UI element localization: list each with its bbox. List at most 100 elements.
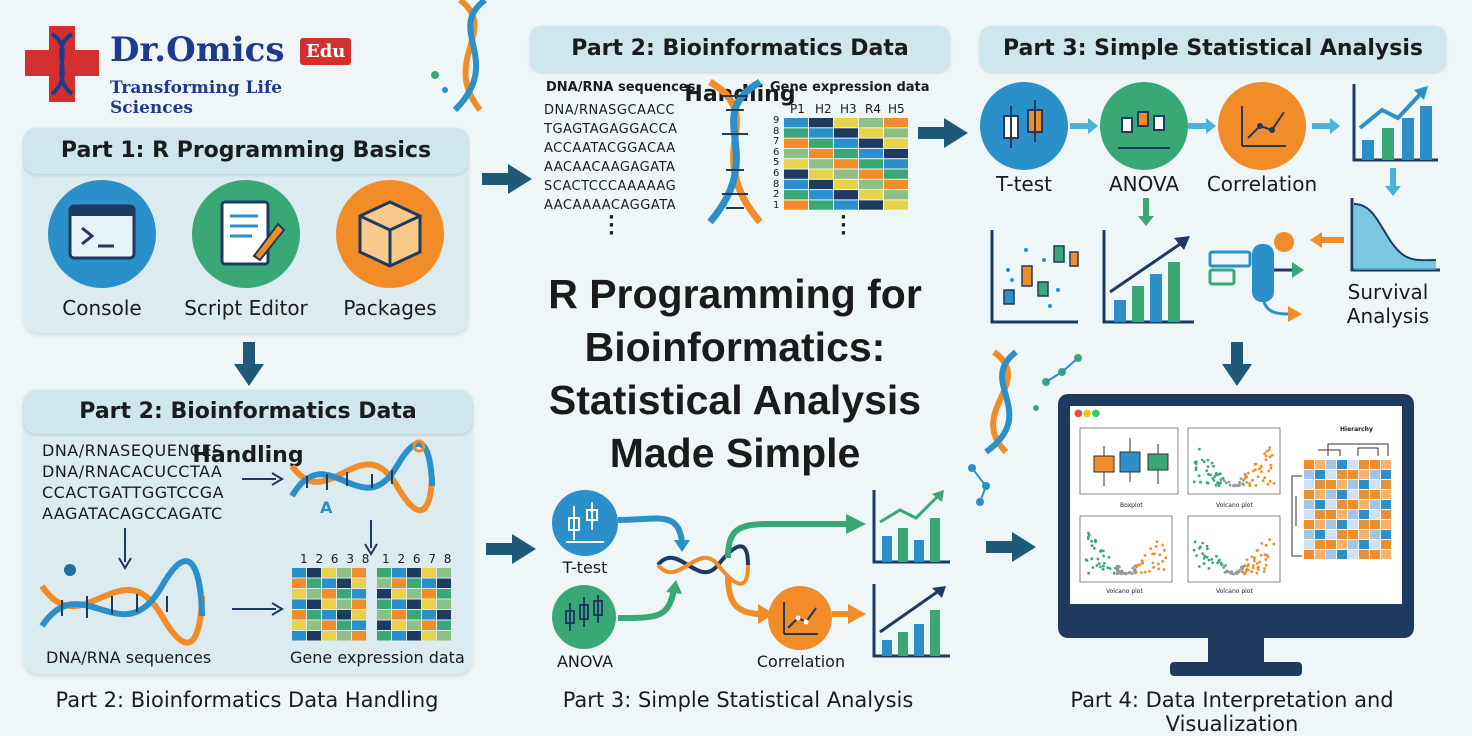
- heatmap-cell: [859, 159, 883, 169]
- ellipsis-icon: ···: [840, 207, 847, 244]
- volcano-point: [1096, 557, 1100, 561]
- heatmap-cell: [392, 589, 406, 599]
- main-title-line: Made Simple: [609, 430, 861, 476]
- heatmap-cell: [1370, 460, 1380, 469]
- volcano-point: [1095, 564, 1099, 568]
- volcano-point: [1257, 467, 1261, 471]
- packages-label: Packages: [343, 296, 437, 320]
- correlation-label: Correlation: [1206, 172, 1318, 196]
- part2-left-panel: Part 2: Bioinformatics Data Handling DNA…: [24, 390, 472, 674]
- volcano-plot: [1187, 427, 1281, 495]
- volcano-point: [1227, 480, 1231, 484]
- anova-icon: [1100, 82, 1188, 170]
- heatmap-cell: [1370, 490, 1380, 499]
- heatmap-cell: [1337, 520, 1347, 529]
- heatmap-cell: [1337, 480, 1347, 489]
- volcano-point: [1130, 572, 1134, 576]
- packages-icon: [336, 180, 444, 288]
- volcano-point: [1192, 480, 1196, 484]
- bar-chart-icon: [1352, 84, 1438, 162]
- heatmap-cell: [1381, 460, 1391, 469]
- heatmap-cell: [1381, 530, 1391, 539]
- volcano-point: [1202, 556, 1206, 560]
- volcano-point: [1262, 570, 1266, 573]
- volcano-point: [1197, 565, 1201, 568]
- script-editor-label: Script Editor: [184, 296, 308, 320]
- heatmap-cell: [1381, 470, 1391, 479]
- heatmap-cell: [292, 631, 306, 641]
- t-test-icon: [552, 490, 618, 556]
- volcano-point: [1107, 555, 1111, 559]
- heatmap-cell: [377, 599, 391, 609]
- heatmap-cell: [307, 578, 321, 588]
- boxplot-icon: [990, 230, 1079, 324]
- t-test-icon: [980, 82, 1068, 170]
- heatmap-cell: [437, 578, 451, 588]
- volcano-point: [1115, 569, 1119, 573]
- dna-molecule-icon: [968, 349, 1082, 506]
- volcano-point: [1215, 473, 1219, 477]
- plot-label: Volcano plot: [1106, 588, 1143, 595]
- heatmap-cell: [859, 200, 883, 210]
- heatmap-cell: [834, 200, 858, 210]
- monitor-stand: [1208, 638, 1264, 666]
- volcano-point: [1250, 570, 1253, 574]
- heatmap-cell: [422, 610, 436, 620]
- volcano-point: [1270, 453, 1274, 457]
- heatmap-cell: [352, 589, 366, 599]
- volcano-point: [1235, 571, 1238, 575]
- heatmap-cell: [1337, 530, 1347, 539]
- heatmap-cell: [422, 589, 436, 599]
- heatmap-cell: [407, 620, 421, 630]
- heatmap-cell: [834, 159, 858, 169]
- script-editor-icon: [192, 180, 300, 288]
- volcano-point: [1222, 479, 1226, 482]
- correlation-icon: [768, 586, 832, 650]
- volcano-point: [1241, 565, 1245, 568]
- heatmap-cell: [884, 200, 908, 210]
- heatmap-cell: [307, 620, 321, 630]
- heatmap-cell: [352, 578, 366, 588]
- volcano-point: [1108, 567, 1112, 570]
- volcano-point: [1261, 479, 1265, 483]
- heatmap-cell: [884, 190, 908, 200]
- heatmap-cell: [307, 568, 321, 578]
- flow-connector-icon: [617, 514, 866, 624]
- ellipsis-icon: ···: [608, 207, 615, 244]
- heatmap-cell: [834, 138, 858, 148]
- volcano-point: [1206, 458, 1210, 462]
- heatmap-cell: [1370, 500, 1380, 509]
- arrow-right-icon: [482, 164, 532, 194]
- heatmap-cell: [1326, 480, 1336, 489]
- volcano-point: [1115, 572, 1119, 576]
- heatmap-cell: [834, 128, 858, 138]
- volcano-point: [1268, 479, 1272, 483]
- heatmap-cell: [834, 148, 858, 159]
- heatmap-cell: [1315, 470, 1325, 479]
- heatmap-cell: [1359, 490, 1369, 499]
- volcano-point: [1245, 481, 1249, 484]
- dna-label: DNA/RNA sequences: [46, 648, 212, 667]
- heatmap-cell: [1381, 480, 1391, 489]
- heatmap-cell: [1359, 460, 1369, 469]
- sequence-line: DNA/RNACACUCCTAA: [42, 462, 223, 481]
- heatmap-cell: [809, 169, 833, 179]
- heatmap-cell: [1381, 520, 1391, 529]
- heatmap-cell: [392, 610, 406, 620]
- volcano-point: [1248, 482, 1251, 485]
- heatmap-cell: [407, 568, 421, 578]
- heatmap-cell: [1315, 510, 1325, 519]
- heatmap-cell: [1381, 490, 1391, 499]
- heatmap-cell: [809, 159, 833, 169]
- heatmap-cell: [1348, 550, 1358, 559]
- volcano-point: [1250, 555, 1254, 558]
- arrow-left-icon: [1310, 232, 1344, 248]
- volcano-point: [1099, 565, 1102, 569]
- volcano-point: [1090, 544, 1094, 547]
- volcano-point: [1256, 549, 1259, 552]
- heatmap-cell: [1315, 550, 1325, 559]
- volcano-point: [1228, 483, 1232, 487]
- volcano-point: [1198, 447, 1201, 451]
- arrow-down-icon: [1385, 168, 1401, 196]
- sequence-line: ACCAATACGGACAA: [544, 141, 676, 156]
